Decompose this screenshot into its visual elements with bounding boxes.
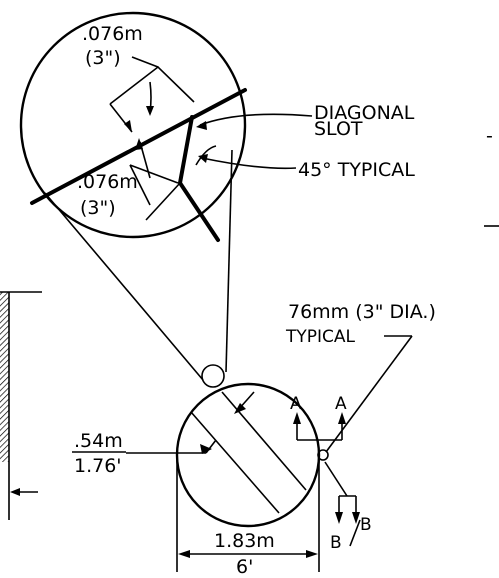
offset-top-arrowhead-2 xyxy=(124,120,132,132)
left-wall-fragment xyxy=(0,291,42,520)
offset-bottom-imperial: (3") xyxy=(80,197,116,219)
slot-width-imperial: 1.76' xyxy=(74,455,122,477)
slot-leader-arrowhead xyxy=(196,121,207,130)
slot-label-line1: DIAGONAL xyxy=(314,102,415,124)
offset-bottom-leader xyxy=(145,182,181,221)
slot-leader xyxy=(199,113,313,126)
offset-top-label: .076m xyxy=(82,23,143,45)
main-view: .54m 1.76' 1.83m 6' 76mm (3" DIA.) TYPIC… xyxy=(72,301,436,578)
detail-callouts: DIAGONAL SLOT 45° TYPICAL xyxy=(196,102,415,181)
offset-bottom-line-1 xyxy=(129,164,179,184)
angle-arc xyxy=(195,145,217,166)
section-b-right-arrowhead xyxy=(352,512,360,524)
offset-top-imperial: (3") xyxy=(85,47,121,69)
detail-circle xyxy=(19,11,247,239)
section-b-left: B xyxy=(330,533,342,553)
section-b-line xyxy=(324,461,348,497)
diameter-imperial: 6' xyxy=(236,556,253,578)
hatched-wall xyxy=(0,292,9,462)
slot-width-label: .54m xyxy=(74,430,123,452)
slot-width-arrowhead-1 xyxy=(234,403,246,414)
section-b-right: B xyxy=(360,515,372,535)
slot-width-leader-diag xyxy=(205,439,217,454)
angle-leader xyxy=(201,157,297,170)
offset-top-arrowhead xyxy=(146,106,154,116)
section-b-left-arrowhead xyxy=(335,512,343,524)
section-a-right-arrowhead xyxy=(338,412,346,424)
main-circle xyxy=(175,382,321,528)
fragment-mark-1: - xyxy=(486,125,493,147)
detail-leader-left xyxy=(44,192,204,381)
section-a-left-arrowhead xyxy=(293,412,301,424)
detail-leader-right xyxy=(225,149,233,373)
hole-label-line1: 76mm (3" DIA.) xyxy=(288,301,436,323)
section-b-divider xyxy=(349,519,361,547)
angle-leader-arrowhead xyxy=(198,154,208,163)
angle-label: 45° TYPICAL xyxy=(298,159,415,181)
hole-label-line2: TYPICAL xyxy=(285,327,356,347)
diagonal-slot xyxy=(177,115,220,242)
offset-bottom-arrowhead xyxy=(135,138,143,150)
slot-edge-2 xyxy=(190,411,280,514)
vent-hole xyxy=(317,449,329,461)
dia-arrowhead-right xyxy=(306,550,318,558)
offset-bottom-label: .076m xyxy=(77,171,138,193)
small-detail-circle xyxy=(201,364,225,388)
section-a-left: A xyxy=(290,394,302,414)
wall-dim-arrowhead xyxy=(10,488,20,496)
diameter-label: 1.83m xyxy=(214,530,275,552)
detail-view: .076m (3") .076m (3") xyxy=(19,11,247,381)
right-edge-fragments: - xyxy=(484,125,499,227)
offset-top-leader xyxy=(131,56,159,68)
hole-leader-diag xyxy=(325,335,413,453)
slot-width-arrowhead-2 xyxy=(200,444,212,454)
slot-edge-1 xyxy=(221,391,307,491)
slot-label-line2: SLOT xyxy=(314,118,363,140)
offset-bottom-line-2 xyxy=(129,164,151,206)
dia-arrowhead-left xyxy=(178,550,190,558)
offset-top-box xyxy=(109,65,195,105)
section-a-right: A xyxy=(335,394,347,414)
